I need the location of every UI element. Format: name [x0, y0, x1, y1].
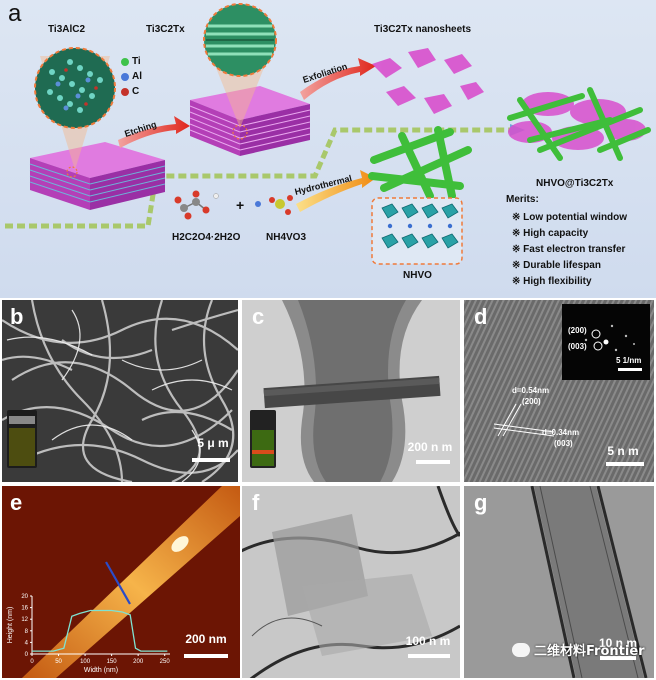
- scale-bar-text: 100 n m: [405, 634, 451, 648]
- scale-bar-text: 200 n m: [407, 440, 453, 454]
- svg-text:+: +: [236, 197, 244, 213]
- panel-label-d: d: [474, 304, 488, 329]
- y-tick-label: 20: [21, 594, 28, 600]
- merit-item: ※ Fast electron transfer: [512, 244, 626, 255]
- scale-bar-text: 200 nm: [185, 632, 227, 646]
- x-tick-label: 150: [107, 659, 118, 665]
- legend-ti-dot: [121, 58, 129, 66]
- panel-label-g: g: [474, 490, 488, 515]
- composite-illustration: [507, 87, 651, 161]
- legend-al-dot: [121, 73, 129, 81]
- ti3alc2-crystal-inset: [34, 47, 116, 129]
- y-tick-label: 12: [21, 617, 28, 623]
- y-tick-label: 4: [25, 640, 29, 646]
- x-axis-label: Width (nm): [84, 667, 118, 674]
- scale-bar: [416, 460, 450, 464]
- watermark: 二维材料Frontier: [512, 640, 645, 659]
- hydrothermal-arrow: [296, 170, 376, 212]
- process-line: [5, 127, 520, 229]
- x-tick-label: 100: [80, 659, 91, 665]
- etching-arrow: [118, 116, 190, 148]
- wechat-icon: [512, 642, 530, 657]
- merit-item: ※ High capacity: [512, 228, 589, 239]
- schematic: +: [5, 3, 651, 265]
- inset-spot-label: (200): [568, 326, 587, 335]
- ti3c2tx-block: [189, 86, 311, 156]
- x-tick-label: 0: [30, 659, 34, 665]
- inset-spot-label: (003): [568, 342, 587, 351]
- label-nhvo: NHVO: [403, 270, 432, 281]
- panel-f: f 100 n m: [242, 486, 460, 678]
- x-tick-label: 200: [133, 659, 144, 665]
- ti3alc2-block: [29, 142, 166, 210]
- tem-nanosheet-image: [242, 486, 460, 678]
- scale-bar-text: 5 μ m: [197, 436, 229, 450]
- legend-al-label: Al: [132, 71, 142, 82]
- panel-label-c: c: [252, 304, 265, 329]
- label-product: NHVO@Ti3C2Tx: [536, 178, 614, 189]
- scale-bar-text: 10 n m: [598, 636, 637, 650]
- scale-bar: [606, 462, 644, 466]
- x-tick-label: 250: [160, 659, 171, 665]
- scale-bar-text: 5 n m: [607, 444, 639, 458]
- lattice-spacing-label: d=0.34nm: [542, 428, 580, 437]
- panel-b: b 5 μ m: [2, 300, 238, 482]
- hrtem-belt-image: [464, 486, 654, 678]
- panel-g: g 10 n m: [464, 486, 654, 678]
- merits-title: Merits:: [506, 194, 539, 205]
- label-reagent-oxalic: H2C2O4·2H2O: [172, 232, 241, 243]
- panel-label-b: b: [10, 304, 24, 329]
- lattice-spacing-label: d=0.54nm: [512, 386, 550, 395]
- y-tick-label: 16: [21, 606, 28, 612]
- scale-bar: [600, 656, 636, 660]
- merit-item: ※ Low potential window: [512, 212, 628, 223]
- panel-label-e: e: [10, 490, 23, 515]
- panel-c: c 200 n m: [242, 300, 460, 482]
- legend-c-label: C: [132, 86, 140, 97]
- panel-d: d (200) (003) 5 1/nm d=0.54nm (200) d=0.…: [464, 300, 654, 482]
- nanosheets: [372, 48, 484, 114]
- y-axis-label: Height (nm): [7, 607, 14, 644]
- y-tick-label: 0: [25, 652, 29, 658]
- scale-bar: [184, 654, 228, 658]
- label-nanosheets: Ti3C2Tx nanosheets: [374, 24, 472, 35]
- scale-bar: [192, 458, 230, 462]
- panel-label-a: a: [8, 0, 22, 27]
- legend-ti-label: Ti: [132, 56, 141, 67]
- label-reagent-vanadate: NH4VO3: [266, 232, 307, 243]
- panel-a: +: [0, 0, 656, 298]
- y-tick-label: 8: [25, 629, 29, 635]
- inset-scale-text: 5 1/nm: [616, 356, 642, 365]
- sem-image: [2, 300, 238, 482]
- afm-image: [2, 486, 240, 678]
- x-tick-label: 50: [55, 659, 62, 665]
- merit-item: ※ High flexibility: [512, 276, 592, 287]
- height-profile-line: [32, 609, 168, 652]
- hrtem-image: [464, 300, 654, 482]
- label-ti3alc2: Ti3AlC2: [48, 24, 86, 35]
- tem-image: [242, 300, 460, 482]
- merit-item: ※ Durable lifespan: [512, 260, 601, 271]
- nhvo-nanobelts: [368, 126, 472, 200]
- label-ti3c2tx: Ti3C2Tx: [146, 24, 185, 35]
- scale-bar: [408, 654, 450, 658]
- lattice-plane-label: (200): [522, 397, 541, 406]
- panel-label-f: f: [252, 490, 260, 515]
- legend-c-dot: [121, 88, 129, 96]
- lattice-plane-label: (003): [554, 439, 573, 448]
- ammonium-vanadate-molecule: [255, 195, 293, 215]
- exfoliation-arrow: [300, 58, 376, 100]
- oxalic-acid-molecule: [174, 190, 219, 220]
